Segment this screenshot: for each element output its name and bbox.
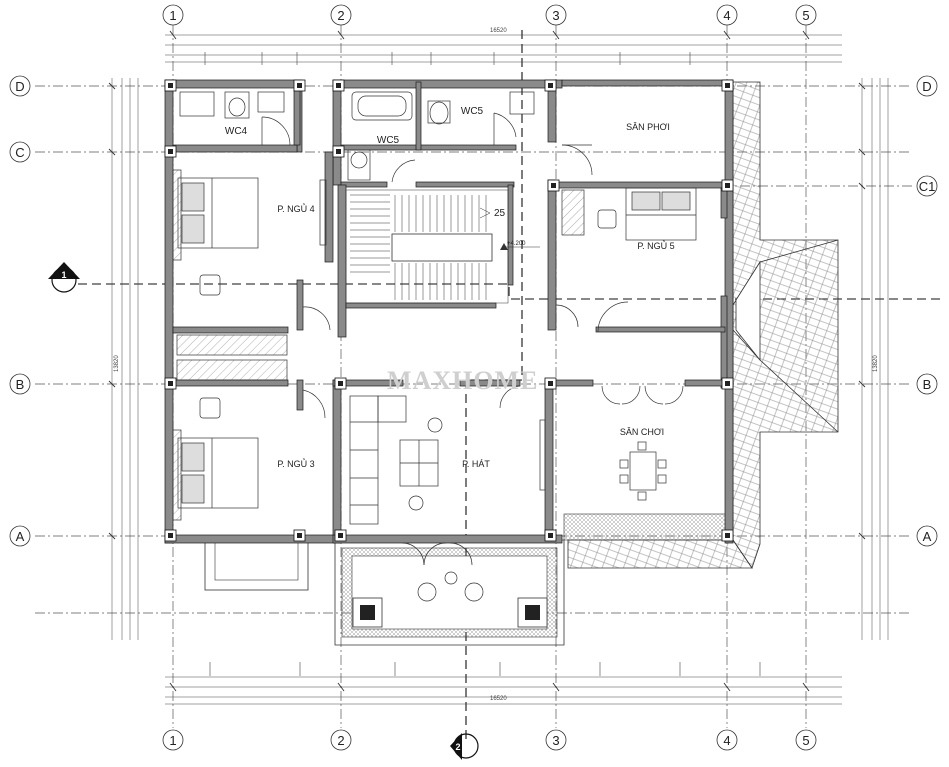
level-mark-label: +4.200 [507, 241, 526, 247]
grid-label-4-bottom: 4 [723, 733, 730, 748]
watermark-text: MAXHOME [387, 366, 538, 395]
wardrobes [176, 189, 585, 381]
grid-label-d-right: D [922, 79, 931, 94]
room-label-wc5-mid: WC5 [377, 135, 400, 146]
grid-label-a-right: A [923, 529, 932, 544]
grid-label-b-left: B [16, 377, 25, 392]
grid-label-b-right: B [923, 377, 932, 392]
staircase [345, 189, 509, 304]
grid-bubbles [9, 4, 938, 751]
grid-label-a-left: A [16, 529, 25, 544]
karaoke-doors [401, 385, 521, 566]
walls [164, 79, 734, 544]
grid-label-1-bottom: 1 [169, 733, 176, 748]
dim-overall-bottom: 16520 [490, 696, 507, 702]
grid-label-2-top: 2 [337, 8, 344, 23]
stair-treads [350, 194, 491, 300]
dim-overall-right: 13820 [873, 355, 879, 372]
balcony-bedroom3 [204, 539, 309, 591]
room-label-san-choi: SÂN CHƠI [620, 427, 664, 437]
bedroom3-furniture [172, 389, 326, 521]
roof [567, 81, 839, 569]
grid-label-4-top: 4 [723, 8, 730, 23]
section-marker-2: 2 [450, 733, 479, 760]
wc5-top-fixtures [351, 91, 535, 145]
room-label-p-ngu-5: P. NGỦ 5 [637, 240, 674, 251]
grid-label-d-left: D [15, 79, 24, 94]
room-label-san-phoi: SÂN PHƠI [626, 122, 670, 132]
grid-label-c1-right: C1 [919, 179, 936, 194]
room-label-p-ngu-3: P. NGỦ 3 [277, 458, 314, 469]
wc4-fixtures [179, 91, 291, 146]
room-label-p-hat: P. HÁT [462, 459, 490, 469]
grid-label-5-top: 5 [802, 8, 809, 23]
balcony-karaoke [334, 539, 565, 646]
level-mark: +4.200 [500, 241, 540, 250]
room-label-wc4: WC4 [225, 126, 248, 137]
section-marker-1: 1 [48, 262, 80, 293]
wc5-mid-fixtures [347, 149, 416, 183]
section-marker-1-label: 1 [61, 270, 66, 280]
bedroom5-furniture [555, 187, 697, 333]
grid-label-5-bottom: 5 [802, 733, 809, 748]
rail-san-choi [563, 513, 728, 541]
grid-label-2-bottom: 2 [337, 733, 344, 748]
room-label-wc5-top: WC5 [461, 106, 484, 117]
karaoke-furniture [349, 395, 546, 525]
section-marker-2-label: 2 [455, 742, 460, 752]
bedroom4-furniture [172, 169, 331, 331]
dimension-lines [108, 30, 889, 705]
stair-count-label: 25 [494, 208, 506, 219]
grid-label-1-top: 1 [169, 8, 176, 23]
san-choi-furniture [601, 385, 684, 501]
grid-label-c-left: C [15, 145, 24, 160]
room-label-p-ngu-4: P. NGỦ 4 [277, 203, 314, 214]
grid-label-3-bottom: 3 [552, 733, 559, 748]
grid-label-3-top: 3 [552, 8, 559, 23]
dim-overall-top: 16520 [490, 28, 507, 34]
dim-overall-left: 13820 [114, 355, 120, 372]
